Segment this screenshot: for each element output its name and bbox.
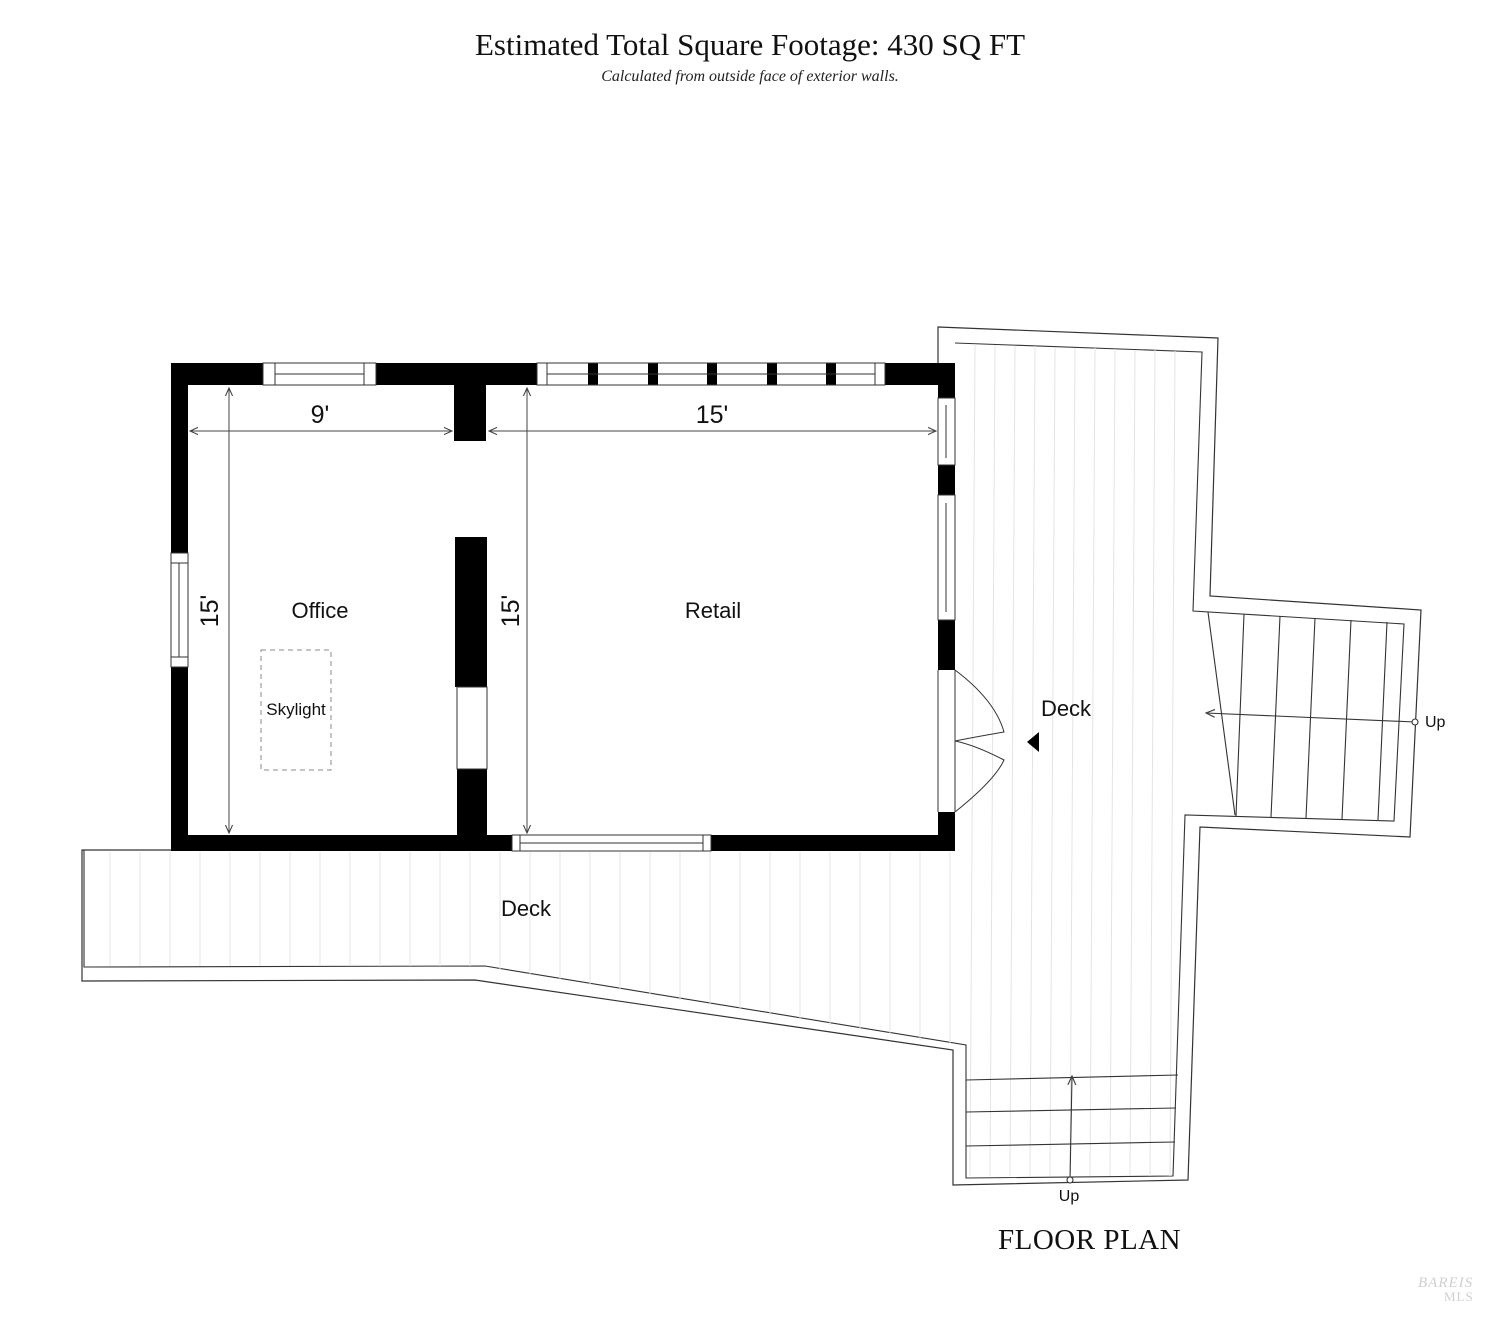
wall-bottom-left <box>171 835 512 851</box>
south-stairs <box>965 1074 1179 1184</box>
label-office: Office <box>291 598 348 623</box>
deck-area <box>81 326 1422 1186</box>
east-stairs <box>1206 611 1419 821</box>
label-deck-south: Deck <box>501 896 552 921</box>
label-retail: Retail <box>685 598 741 623</box>
wall-top-right <box>885 363 955 385</box>
wall-interior-upper <box>455 537 487 687</box>
walls <box>171 363 955 851</box>
label-skylight: Skylight <box>266 700 326 719</box>
dimension-lines <box>190 388 936 833</box>
plan-title: FLOOR PLAN <box>998 1224 1182 1256</box>
south-stairs-arrow <box>1070 1076 1072 1181</box>
deck-boards <box>109 343 1176 1177</box>
mls-watermark-logo: BAREIS MLS <box>1418 1275 1490 1311</box>
wall-right-top <box>938 363 955 398</box>
label-retail-width: 15' <box>696 401 729 429</box>
wall-interior-stub <box>454 385 486 441</box>
entry-arrow <box>1027 732 1039 752</box>
label-office-width: 9' <box>311 401 330 429</box>
watermark-line2: MLS <box>1444 1289 1474 1304</box>
label-office-depth: 15' <box>196 595 224 628</box>
skylight-outline <box>260 649 332 771</box>
wall-left-upper <box>171 363 188 553</box>
watermark-line1: BAREIS <box>1418 1275 1474 1291</box>
window-top-retail <box>536 362 886 386</box>
double-door <box>937 669 1005 813</box>
wall-top-mid <box>376 363 537 385</box>
label-retail-depth: 15' <box>497 595 525 628</box>
wall-top-left <box>171 363 263 385</box>
deck-inner-outline <box>83 342 1405 1179</box>
wall-bottom-right <box>711 835 955 851</box>
wall-interior-lower <box>457 769 487 844</box>
opening-interior <box>456 686 488 770</box>
label-stairs-east: Up <box>1425 714 1446 731</box>
plan-labels: 9' 15' 15' 15' Office Retail Skylight De… <box>196 401 1446 1205</box>
label-deck-east: Deck <box>1041 696 1092 721</box>
label-stairs-south: Up <box>1059 1188 1080 1205</box>
page-subtitle: Calculated from outside face of exterior… <box>601 68 899 85</box>
windows <box>170 362 956 852</box>
east-stairs-arrow <box>1206 713 1416 723</box>
page-title: Estimated Total Square Footage: 430 SQ F… <box>474 27 1026 62</box>
building-interior <box>187 381 939 836</box>
wall-left-lower <box>171 667 188 850</box>
